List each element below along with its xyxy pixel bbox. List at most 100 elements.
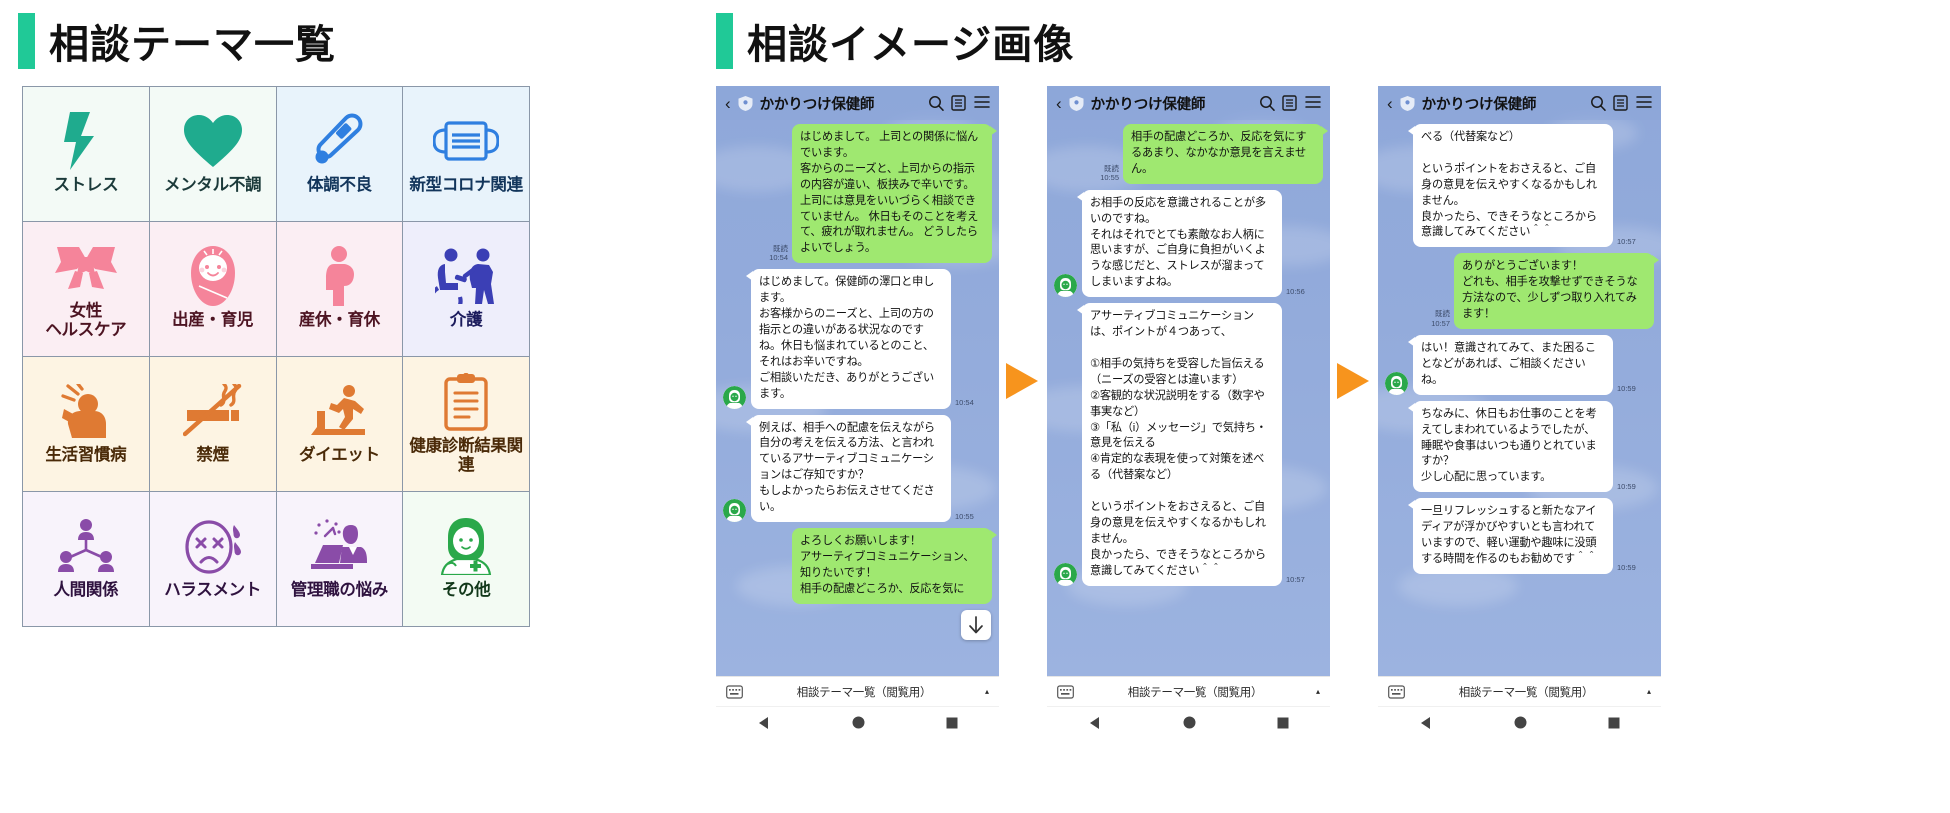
theme-cell[interactable]: 人間関係 — [23, 492, 150, 627]
chat-message: ちなみに、休日もお仕事のことを考えてしまわれているようでしたが、睡眠や食事はいつ… — [1385, 400, 1654, 493]
message-bubble: お相手の反応を意識されることが多いのですね。 それはそれでとても素敵なお人柄に思… — [1077, 189, 1282, 298]
nav-recents-square-icon[interactable] — [1277, 717, 1289, 729]
nav-back-triangle-icon[interactable] — [1088, 716, 1102, 730]
nav-recents-square-icon[interactable] — [1608, 717, 1620, 729]
chevron-up-icon[interactable]: ▴ — [984, 687, 989, 696]
theme-cell[interactable]: 新型コロナ関連 — [403, 87, 530, 222]
message-meta: 10:55 — [955, 512, 974, 521]
theme-cell[interactable]: ハラスメント — [149, 492, 277, 627]
message-time: 10:55 — [1100, 173, 1119, 183]
chat-title: かかりつけ保健師 — [759, 96, 875, 113]
treadmill-icon — [309, 380, 369, 442]
thermometer-icon — [310, 110, 368, 172]
nav-back-triangle-icon[interactable] — [757, 716, 771, 730]
hamburger-menu-icon[interactable] — [974, 95, 990, 111]
theme-cell[interactable]: 体調不良 — [276, 87, 404, 222]
theme-cell[interactable]: 管理職の悩み — [276, 492, 404, 627]
left-panel-header: 相談テーマ一覧 — [18, 10, 700, 72]
theme-label: メンタル不調 — [164, 176, 262, 195]
note-icon[interactable] — [951, 95, 967, 111]
theme-label: ダイエット — [298, 446, 380, 465]
nav-home-circle-icon[interactable] — [1514, 716, 1527, 729]
back-arrow-icon[interactable]: ‹ — [1387, 93, 1393, 113]
theme-cell[interactable]: 産休・育休 — [276, 222, 404, 357]
message-bubble: はじめまして。 上司との関係に悩んでいます。 客からのニーズと、上司からの指示の… — [792, 124, 997, 264]
avatar[interactable] — [1054, 274, 1077, 298]
chat-header: ‹ かかりつけ保健師 — [1047, 86, 1330, 120]
shield-icon — [738, 95, 753, 111]
theme-label: 介護 — [449, 311, 483, 330]
theme-cell[interactable]: ストレス — [23, 87, 150, 222]
consultation-themes-panel: 相談テーマ一覧 ストレスメンタル不調 体調不良 新型コロナ関連 — [0, 0, 700, 813]
theme-cell[interactable]: 女性ヘルスケア — [23, 222, 150, 357]
search-icon[interactable] — [1590, 95, 1606, 111]
chat-footer: 相談テーマ一覧（閲覧用） ▴ — [716, 676, 999, 706]
message-bubble: 相手の配慮どころか、反応を気にするあまり、なかなか意見を言えません。 — [1123, 124, 1328, 184]
search-icon[interactable] — [928, 95, 944, 111]
people-network-icon — [57, 515, 115, 577]
rich-menu-label[interactable]: 相談テーマ一覧（閲覧用） — [1458, 686, 1594, 699]
heart-icon — [183, 110, 242, 172]
message-time: 10:57 — [1286, 575, 1305, 585]
theme-cell[interactable]: メンタル不調 — [149, 87, 277, 222]
chat-title: かかりつけ保健師 — [1421, 96, 1537, 113]
chat-message: アサーティブコミュニケーションは、ポイントが４つあって、 ①相手の気持ちを受容し… — [1054, 303, 1323, 586]
chevron-up-icon[interactable]: ▴ — [1315, 687, 1320, 696]
theme-cell[interactable]: ダイエット — [276, 357, 404, 492]
theme-label: 体調不良 — [306, 176, 372, 195]
theme-grid: ストレスメンタル不調 体調不良 新型コロナ関連 — [22, 86, 530, 627]
message-meta: 10:59 — [1617, 384, 1636, 393]
theme-cell[interactable]: 出産・育児 — [149, 222, 277, 357]
theme-cell[interactable]: 介護 — [403, 222, 530, 357]
keyboard-icon[interactable] — [1057, 684, 1074, 699]
theme-cell[interactable]: 禁煙 — [149, 357, 277, 492]
avatar[interactable] — [1385, 371, 1408, 395]
message-meta: 10:57 — [1286, 575, 1305, 584]
avatar[interactable] — [723, 385, 746, 409]
android-nav-bar — [1378, 706, 1661, 738]
chat-footer: 相談テーマ一覧（閲覧用） ▴ — [1378, 676, 1661, 706]
chat-message-list[interactable]: べる（代替案など） というポイントをおさえると、ご自身の意見を伝えやすくなるかも… — [1378, 120, 1661, 676]
theme-label: その他 — [441, 581, 491, 600]
back-arrow-icon[interactable]: ‹ — [725, 93, 731, 113]
theme-label: 生活習慣病 — [45, 446, 127, 465]
theme-cell[interactable]: その他 — [403, 492, 530, 627]
no-smoking-icon — [182, 380, 243, 442]
message-bubble: はい！意識されてみて、また困ることなどがあれば、ご相談くださいね。 — [1408, 334, 1613, 395]
search-icon[interactable] — [1259, 95, 1275, 111]
rich-menu-label[interactable]: 相談テーマ一覧（閲覧用） — [796, 686, 932, 699]
keyboard-icon[interactable] — [726, 684, 743, 699]
avatar[interactable] — [723, 498, 746, 522]
nav-home-circle-icon[interactable] — [852, 716, 865, 729]
chevron-up-icon[interactable]: ▴ — [1646, 687, 1651, 696]
hamburger-menu-icon[interactable] — [1636, 95, 1652, 111]
avatar[interactable] — [1054, 562, 1077, 586]
nav-recents-square-icon[interactable] — [946, 717, 958, 729]
nav-back-triangle-icon[interactable] — [1419, 716, 1433, 730]
keyboard-icon[interactable] — [1388, 684, 1405, 699]
theme-cell[interactable]: 健康診断結果関連 — [403, 357, 530, 492]
scroll-down-icon[interactable] — [961, 610, 991, 640]
distressed-face-icon — [184, 515, 242, 577]
message-time: 10:56 — [1286, 286, 1305, 296]
rich-menu-label[interactable]: 相談テーマ一覧（閲覧用） — [1127, 686, 1263, 699]
nav-home-circle-icon[interactable] — [1183, 716, 1196, 729]
theme-label: 新型コロナ関連 — [409, 176, 523, 195]
message-time: 10:54 — [769, 252, 788, 262]
back-arrow-icon[interactable]: ‹ — [1056, 93, 1062, 113]
theme-label: 禁煙 — [196, 446, 229, 465]
theme-label: 健康診断結果関連 — [409, 436, 523, 474]
note-icon[interactable] — [1282, 95, 1298, 111]
chat-message: 一旦リフレッシュすると新たなアイディアが浮かびやすいとも言われていますので、軽い… — [1385, 498, 1654, 574]
hamburger-menu-icon[interactable] — [1305, 95, 1321, 111]
theme-cell[interactable]: 生活習慣病 — [23, 357, 150, 492]
note-icon[interactable] — [1613, 95, 1629, 111]
message-time: 10:54 — [955, 398, 974, 408]
